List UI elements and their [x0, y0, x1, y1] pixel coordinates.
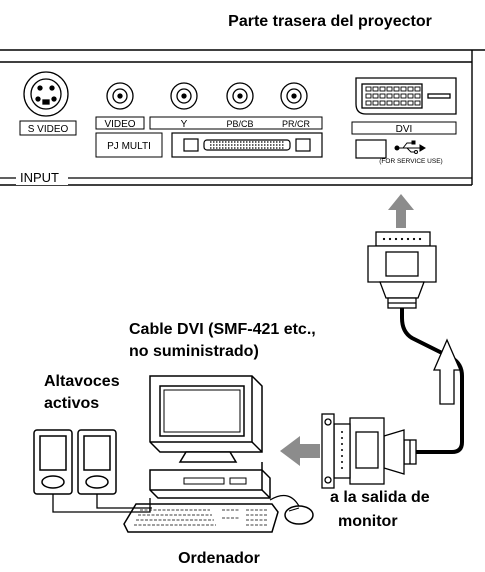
s-video-label: S VIDEO [28, 124, 69, 135]
signal-direction-arrow-icon [433, 338, 461, 405]
s-video-port [23, 71, 69, 117]
computer-label: Ordenador [178, 550, 260, 567]
computer-base [149, 469, 271, 499]
arrow-left-icon [280, 436, 320, 466]
y-rca-jack [170, 82, 198, 110]
pr-cr-rca-jack [280, 82, 308, 110]
pb-cb-label: PB/CB [226, 119, 253, 129]
cable-label-line1: Cable DVI (SMF-421 etc., [129, 321, 316, 338]
dvi-port [355, 77, 457, 115]
pj-multi-port [171, 132, 323, 158]
pr-cr-label: PR/CR [282, 119, 311, 129]
arrow-up-icon [388, 194, 414, 228]
dvi-cable [400, 308, 464, 454]
video-label: VIDEO [104, 119, 135, 130]
cable-label-line2: no suministrado) [129, 343, 259, 360]
pj-multi-label: PJ MULTI [107, 141, 151, 152]
video-rca-jack [106, 82, 134, 110]
dvi-plug-projector [367, 231, 437, 309]
monitor-out-label-line2: monitor [338, 513, 398, 530]
speaker-left [33, 429, 73, 495]
usb-service-port [355, 139, 387, 159]
usb-icon [394, 140, 426, 154]
speakers-label-line2: activos [44, 395, 99, 412]
monitor-out-label-line1: a la salida de [330, 489, 430, 506]
service-use-label: (FOR SERVICE USE) [379, 158, 442, 165]
monitor [149, 375, 263, 463]
projector-rear-panel [0, 49, 485, 186]
speakers-label-line1: Altavoces [44, 373, 120, 390]
dvi-label: DVI [396, 124, 413, 135]
keyboard [123, 503, 279, 533]
speaker-cables [52, 494, 152, 513]
input-label: INPUT [20, 170, 59, 185]
panel-title: Parte trasera del proyector [228, 13, 432, 30]
mouse [269, 494, 314, 525]
y-label: Y [181, 119, 188, 130]
pb-cb-rca-jack [226, 82, 254, 110]
speaker-right [77, 429, 117, 495]
dvi-plug-computer [321, 413, 417, 489]
